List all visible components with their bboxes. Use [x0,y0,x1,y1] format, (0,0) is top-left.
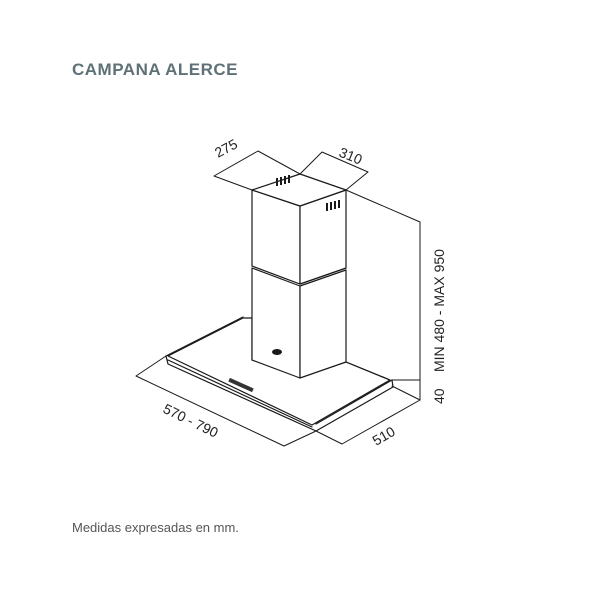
dim-hood-depth: 510 [370,423,398,449]
lower-chimney [251,265,347,379]
dim-height: MIN 480 - MAX 950 [431,249,447,372]
measurement-note: Medidas expresadas en mm. [72,520,239,535]
lower-chimney-front [251,267,301,379]
lower-chimney-side [299,269,347,379]
dim-chimney-depth: 275 [212,135,240,160]
hood-back-edge [345,361,391,381]
dimension-lines [135,150,421,447]
dim-hood-width: 570 - 790 [161,400,221,440]
dim-chimney-width: 310 [337,144,365,168]
control-panel [228,377,254,393]
vent-grille-icon [276,175,340,211]
dim-hood-thickness: 40 [431,388,447,404]
hood-chamfer [167,359,313,428]
page-title: CAMPANA ALERCE [72,60,238,79]
upper-chimney [251,173,347,285]
chimney-mount-icon [272,349,282,355]
hood-top-edge [165,316,393,425]
